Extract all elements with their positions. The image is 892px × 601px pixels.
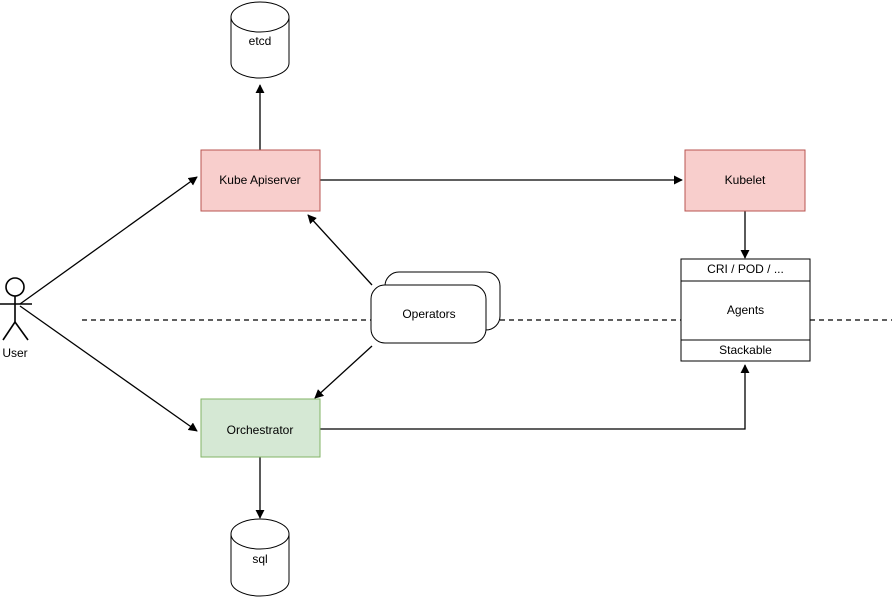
sql-label: sql (252, 552, 267, 566)
edge-user-to-kube-apiserver (19, 176, 198, 305)
agents-stackable-label: Stackable (719, 343, 772, 357)
user-head-icon (5, 277, 25, 297)
user-label: User (2, 346, 27, 360)
node-agents[interactable]: CRI / POD / ... Agents Stackable (680, 258, 811, 362)
etcd-cylinder-top (230, 1, 290, 33)
node-user[interactable]: User (0, 277, 32, 360)
kubelet-label: Kubelet (725, 173, 766, 187)
kubelet-box (684, 149, 806, 212)
node-sql[interactable]: sql (230, 518, 290, 597)
etcd-label: etcd (249, 34, 272, 48)
node-etcd[interactable]: etcd (230, 1, 290, 79)
kube-apiserver-box (200, 149, 321, 212)
edge-orchestrator-to-stackable (320, 364, 750, 430)
node-orchestrator[interactable]: Orchestrator (200, 398, 321, 458)
sql-cylinder-body (230, 533, 290, 597)
operators-box-front (370, 284, 487, 344)
sql-cylinder-top (230, 518, 290, 550)
edge-operators-to-orchestrator (314, 345, 373, 399)
user-leg-right (14, 321, 29, 341)
agents-cri-pod-label: CRI / POD / ... (707, 262, 784, 276)
orchestrator-box (200, 398, 321, 458)
edge-operators-to-kube-apiserver (307, 214, 373, 286)
edge-user-to-orchestrator (19, 305, 198, 432)
kube-apiserver-label: Kube Apiserver (219, 173, 300, 187)
node-kube-apiserver[interactable]: Kube Apiserver (200, 149, 321, 212)
node-kubelet[interactable]: Kubelet (684, 149, 806, 212)
operators-label: Operators (402, 307, 455, 321)
etcd-cylinder-body (230, 16, 290, 79)
node-operators[interactable]: Operators (370, 271, 501, 344)
agents-box-outer (680, 258, 811, 362)
agents-middle-label: Agents (727, 303, 764, 317)
orchestrator-label: Orchestrator (227, 423, 294, 437)
user-leg-left (2, 321, 16, 341)
